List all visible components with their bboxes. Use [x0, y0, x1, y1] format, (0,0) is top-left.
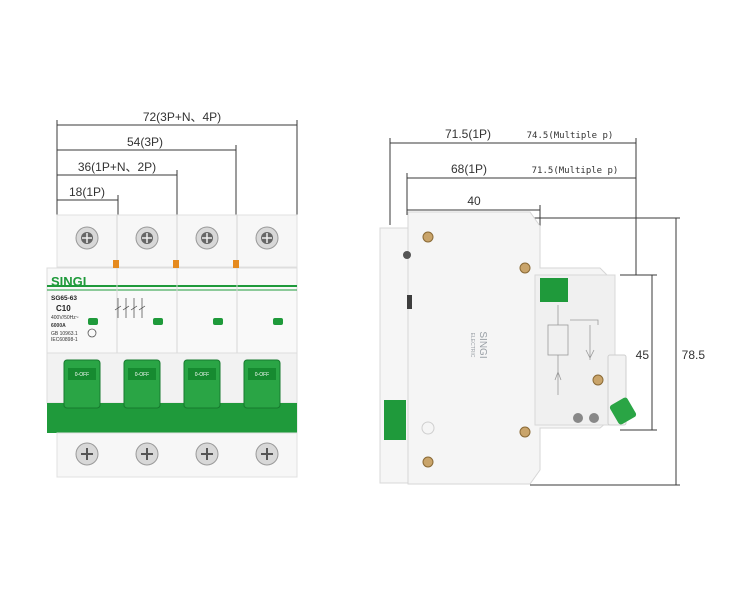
- top-screw-1: [75, 226, 99, 250]
- handle-3-label: 0-OFF: [195, 372, 209, 378]
- bottom-screw-2: [135, 442, 159, 466]
- handle-4[interactable]: 0-OFF: [243, 359, 281, 409]
- indicator-slot-1: [113, 260, 119, 268]
- indicator-slot-2: [173, 260, 179, 268]
- side-rivet-2: [519, 262, 531, 274]
- circuit-symbol-icon: [114, 298, 146, 318]
- top-screw-2: [135, 226, 159, 250]
- side-recycle-mark-icon: [421, 421, 435, 435]
- bottom-screw-4: [255, 442, 279, 466]
- side-rivet-3: [592, 374, 604, 386]
- dim-40-label: 40: [467, 194, 481, 208]
- dim-height-label: 45: [636, 348, 650, 362]
- dim-3p-label: 54(3P): [127, 135, 163, 149]
- status-window-2: [153, 318, 163, 325]
- side-rivet-5: [422, 456, 434, 468]
- side-handle[interactable]: [609, 396, 637, 425]
- depth-1p-label: 71.5(1P): [445, 127, 491, 141]
- front-standard-1: GB 10963.1: [51, 331, 78, 337]
- side-rivet-1: [422, 231, 434, 243]
- dim-2p-label: 36(1P+N、2P): [78, 160, 156, 174]
- front-dimensions: [56, 120, 298, 228]
- depth2-1p-label: 68(1P): [451, 162, 487, 176]
- front-model: SG65-63: [51, 295, 77, 302]
- status-window-4: [273, 318, 283, 325]
- status-window-3: [213, 318, 223, 325]
- certification-mark-icon: [87, 328, 97, 338]
- handle-2[interactable]: 0-OFF: [123, 359, 161, 409]
- side-brand: SINGI: [477, 331, 488, 358]
- side-schematic-icon: [547, 305, 599, 395]
- depth2-multi-label: 71.5(Multiple p): [532, 166, 619, 176]
- breaker-front-body: [46, 214, 298, 478]
- side-clip: [407, 295, 412, 309]
- side-brand-sub: ELECTRIC: [469, 333, 475, 358]
- status-window-1: [88, 318, 98, 325]
- dim-total-height-label: 78.5: [682, 348, 706, 362]
- bottom-screw-3: [195, 442, 219, 466]
- front-brand: SINGI: [51, 274, 86, 289]
- handle-1[interactable]: 0-OFF: [63, 359, 101, 409]
- side-rivet-4: [519, 426, 531, 438]
- front-voltage: 400V/50Hz~: [51, 315, 79, 321]
- dim-4p-label: 72(3P+N、4P): [143, 110, 221, 124]
- front-view: 72(3P+N、4P) 54(3P) 36(1P+N、2P) 18(1P): [46, 110, 298, 478]
- side-rivet-top: [403, 251, 411, 259]
- side-view: 71.5(1P) 74.5(Multiple p) 68(1P) 71.5(Mu…: [379, 127, 706, 486]
- top-screw-3: [195, 226, 219, 250]
- indicator-slot-3: [233, 260, 239, 268]
- front-breaking: 6000A: [51, 323, 66, 329]
- depth-multi-label: 74.5(Multiple p): [527, 131, 614, 141]
- handle-2-label: 0-OFF: [135, 372, 149, 378]
- handle-3[interactable]: 0-OFF: [183, 359, 221, 409]
- handle-4-label: 0-OFF: [255, 372, 269, 378]
- top-screw-4: [255, 226, 279, 250]
- dim-1p-label: 18(1P): [69, 185, 105, 199]
- side-indicator-window: [540, 278, 568, 302]
- side-dimensions: [389, 138, 680, 486]
- side-test-button-1: [573, 413, 583, 423]
- breaker-side-body: [379, 211, 637, 485]
- side-test-button-2: [589, 413, 599, 423]
- bottom-screw-1: [75, 442, 99, 466]
- front-rating: C10: [56, 304, 71, 313]
- handle-1-label: 0-OFF: [75, 372, 89, 378]
- front-standard-2: IEC60898-1: [51, 337, 78, 343]
